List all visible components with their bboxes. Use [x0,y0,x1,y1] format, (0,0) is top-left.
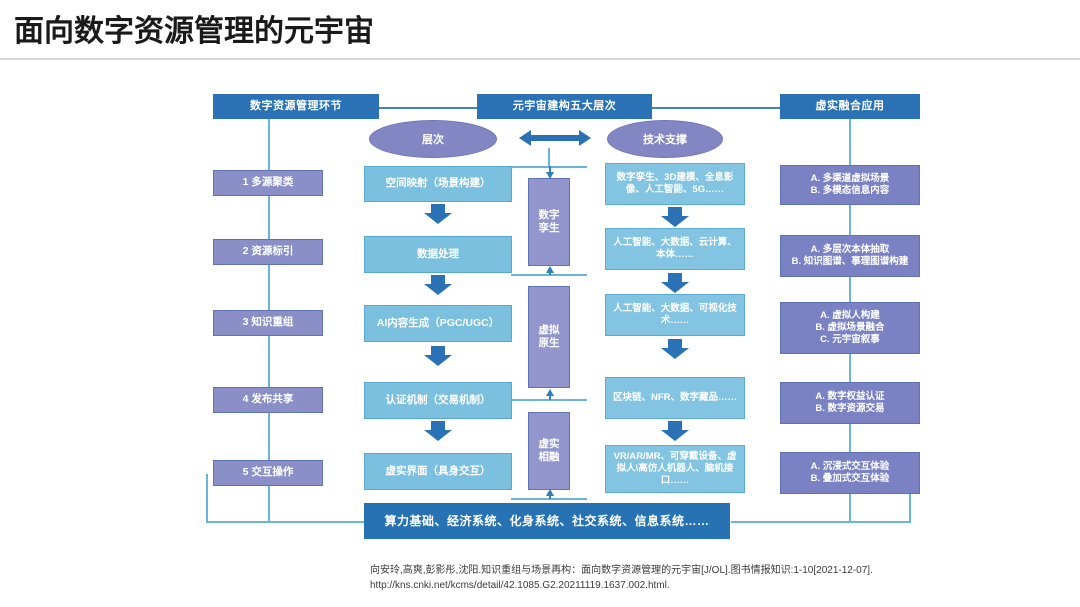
tech-box-5[interactable]: VR/AR/MR、可穿戴设备、虚拟人\高仿人机器人、脑机接口…… [605,445,745,493]
header-metaverse-five-layers[interactable]: 元宇宙建构五大层次 [477,94,652,119]
tech-label: 区块链、NFR、数字藏品…… [612,392,738,404]
layer-label: 虚实界面（具身交互） [385,464,491,477]
layer-box-1[interactable]: 空间映射（场景构建） [364,166,512,202]
connector-header-left-mid [378,107,478,109]
ellipse-label: 层次 [422,134,444,146]
connector-bottom-left [206,521,366,523]
connector-header-mid-right [651,107,781,109]
connector-bottom-right [731,521,911,523]
connector-mid-rail-4 [511,498,587,500]
down-arrow-icon-mid-1 [545,166,554,179]
application-label: A. 多渠道虚拟场景 B. 多模态信息内容 [810,173,890,196]
stage-label: 3 知识重组 [242,316,294,329]
tech-box-1[interactable]: 数字孪生、3D建模、全息影像、人工智能、5G…… [605,163,745,205]
down-arrow-icon-layer-2 [424,275,452,295]
application-box-5[interactable]: A. 沉浸式交互体验 B. 叠加式交互体验 [780,452,920,494]
down-arrow-icon-tech-2 [661,273,689,293]
bottom-infrastructure-bar[interactable]: 算力基础、经济系统、化身系统、社交系统、信息系统…… [364,503,730,539]
tech-label: VR/AR/MR、可穿戴设备、虚拟人\高仿人机器人、脑机接口…… [613,451,737,486]
application-box-3[interactable]: A. 虚拟人构建 B. 虚拟场景融合 C. 元宇宙叙事 [780,302,920,354]
ellipse-layers[interactable]: 层次 [369,120,497,158]
stage-label: 1 多源聚类 [242,176,294,189]
tech-label: 人工智能、大数据、可视化技术…… [613,303,737,326]
down-arrow-icon-tech-1 [661,207,689,227]
ellipse-label: 技术支撑 [643,134,687,146]
tech-box-3[interactable]: 人工智能、大数据、可视化技术…… [605,294,745,336]
vertical-label: 数字 孪生 [538,208,560,234]
connector-mid-top-stub [548,148,550,168]
connector-bottom-left-riser [206,474,208,522]
stage-box-2[interactable]: 2 资源标引 [213,239,323,265]
stage-label: 2 资源标引 [242,245,294,258]
application-label: A. 数字权益认证 B. 数字资源交易 [815,391,885,414]
application-box-1[interactable]: A. 多渠道虚拟场景 B. 多模态信息内容 [780,165,920,205]
application-box-4[interactable]: A. 数字权益认证 B. 数字资源交易 [780,382,920,424]
stage-box-1[interactable]: 1 多源聚类 [213,170,323,196]
application-box-2[interactable]: A. 多层次本体抽取 B. 知识图谱、事理图谱构建 [780,235,920,277]
connector-mid-rail-3 [511,399,587,401]
layer-box-4[interactable]: 认证机制（交易机制） [364,382,512,419]
header-virtual-real-fusion-application[interactable]: 虚实融合应用 [780,94,920,119]
tech-label: 人工智能、大数据、云计算、本体…… [613,237,737,260]
up-arrow-icon-mid-2 [545,389,554,400]
up-arrow-icon-mid-1 [545,266,554,275]
layer-box-3[interactable]: AI内容生成（PGC/UGC） [364,305,512,342]
vertical-box-virtual-real-fusion[interactable]: 虚实 相融 [528,412,570,490]
vertical-box-virtual-native[interactable]: 虚拟 原生 [528,286,570,388]
vertical-label: 虚实 相融 [538,437,560,463]
down-arrow-icon-tech-4 [661,421,689,441]
layer-box-2[interactable]: 数据处理 [364,236,512,273]
tech-box-2[interactable]: 人工智能、大数据、云计算、本体…… [605,228,745,270]
bidirectional-arrow-icon [519,130,591,146]
connector-bottom-right-riser [909,474,911,522]
stage-box-3[interactable]: 3 知识重组 [213,310,323,336]
stage-label: 4 发布共享 [242,393,294,406]
layer-label: 数据处理 [417,247,459,260]
down-arrow-icon-tech-3 [661,339,689,359]
stage-label: 5 交互操作 [242,466,294,479]
down-arrow-icon-layer-3 [424,346,452,366]
tech-label: 数字孪生、3D建模、全息影像、人工智能、5G…… [616,172,734,195]
tech-box-4[interactable]: 区块链、NFR、数字藏品…… [605,377,745,419]
down-arrow-icon-layer-4 [424,421,452,441]
application-label: A. 沉浸式交互体验 B. 叠加式交互体验 [810,461,890,484]
layer-label: AI内容生成（PGC/UGC） [376,316,500,329]
vertical-box-digital-twin[interactable]: 数字 孪生 [528,178,570,266]
connector-mid-rail-2 [511,274,587,276]
down-arrow-icon-layer-1 [424,204,452,224]
header-label: 虚实融合应用 [815,99,885,112]
up-arrow-icon-mid-3 [545,489,554,499]
application-label: A. 多层次本体抽取 B. 知识图谱、事理图谱构建 [791,244,909,267]
diagram-canvas: 数字资源管理环节 元宇宙建构五大层次 虚实融合应用 层次 技术支撑 1 多源聚类… [0,62,1080,542]
stage-box-4[interactable]: 4 发布共享 [213,387,323,413]
citation-text: 向安玲,高爽,彭影彤,沈阳.知识重组与场景再构：面向数字资源管理的元宇宙[J/O… [370,565,873,591]
layer-label: 空间映射（场景构建） [385,177,491,190]
page-title: 面向数字资源管理的元宇宙 [14,15,374,48]
header-label: 数字资源管理环节 [250,99,342,112]
layer-label: 认证机制（交易机制） [385,393,491,406]
title-divider [0,58,1080,60]
layer-box-5[interactable]: 虚实界面（具身交互） [364,453,512,490]
header-label: 元宇宙建构五大层次 [512,99,617,112]
vertical-label: 虚拟 原生 [538,323,560,349]
bottom-bar-label: 算力基础、经济系统、化身系统、社交系统、信息系统…… [384,513,710,528]
header-digital-resource-management[interactable]: 数字资源管理环节 [213,94,379,119]
stage-box-5[interactable]: 5 交互操作 [213,460,323,486]
ellipse-technical-support[interactable]: 技术支撑 [607,120,723,158]
application-label: A. 虚拟人构建 B. 虚拟场景融合 C. 元宇宙叙事 [815,310,885,345]
